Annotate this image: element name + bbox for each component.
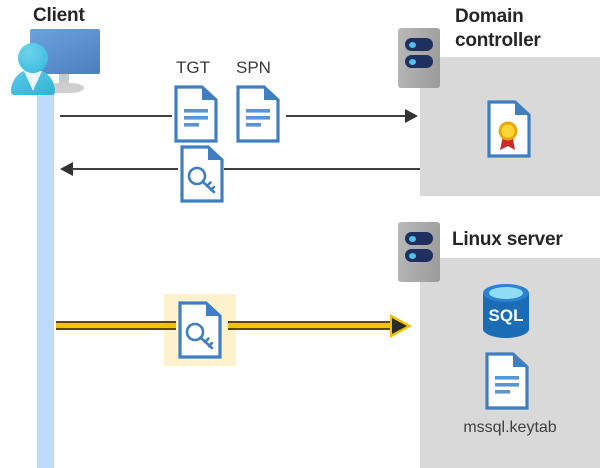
sql-database-icon: SQL	[479, 282, 533, 340]
page-title-linux-server: Linux server	[452, 229, 563, 250]
key-document-icon-auth	[178, 301, 222, 359]
label-keytab-filename: mssql.keytab	[463, 419, 557, 436]
page-title-client: Client	[33, 5, 85, 26]
arrow-client-to-linux-head-inner	[392, 318, 407, 334]
spn-document-icon	[236, 85, 280, 143]
tgt-document-icon	[174, 85, 218, 143]
server-led-icon	[409, 42, 416, 48]
arrow-dc-to-client-segment-right	[224, 168, 420, 170]
client-icon	[6, 29, 100, 95]
person-collar-icon	[24, 71, 42, 91]
arrow-client-to-dc-segment-right	[286, 115, 407, 117]
certificate-document-icon	[487, 100, 531, 158]
key-document-icon-return	[180, 145, 224, 203]
server-led-icon	[409, 253, 416, 259]
label-spn: SPN	[236, 58, 271, 77]
arrow-dc-to-client-segment-left	[72, 168, 178, 170]
client-lifeline	[37, 84, 54, 468]
arrow-client-to-dc-head	[405, 109, 418, 123]
arrow-dc-to-client-head	[60, 162, 73, 176]
server-led-icon	[409, 59, 416, 65]
label-tgt: TGT	[176, 58, 210, 77]
domain-controller-title-line2: controller	[455, 30, 541, 51]
arrow-client-to-linux-segment-left	[56, 321, 176, 330]
arrow-client-to-linux-segment-right	[228, 321, 392, 330]
keytab-document-icon	[485, 352, 529, 410]
arrow-client-to-dc-segment-left	[60, 115, 172, 117]
sql-label: SQL	[489, 306, 524, 325]
monitor-neck-icon	[59, 74, 69, 86]
linux-server-server-icon	[398, 222, 440, 282]
domain-controller-title-line1: Domain	[455, 6, 524, 27]
server-led-icon	[409, 236, 416, 242]
monitor-base-icon	[46, 83, 84, 93]
person-head-icon	[18, 43, 48, 73]
domain-controller-server-icon	[398, 28, 440, 88]
page-title-domain-controller: Domain controller	[455, 5, 600, 53]
